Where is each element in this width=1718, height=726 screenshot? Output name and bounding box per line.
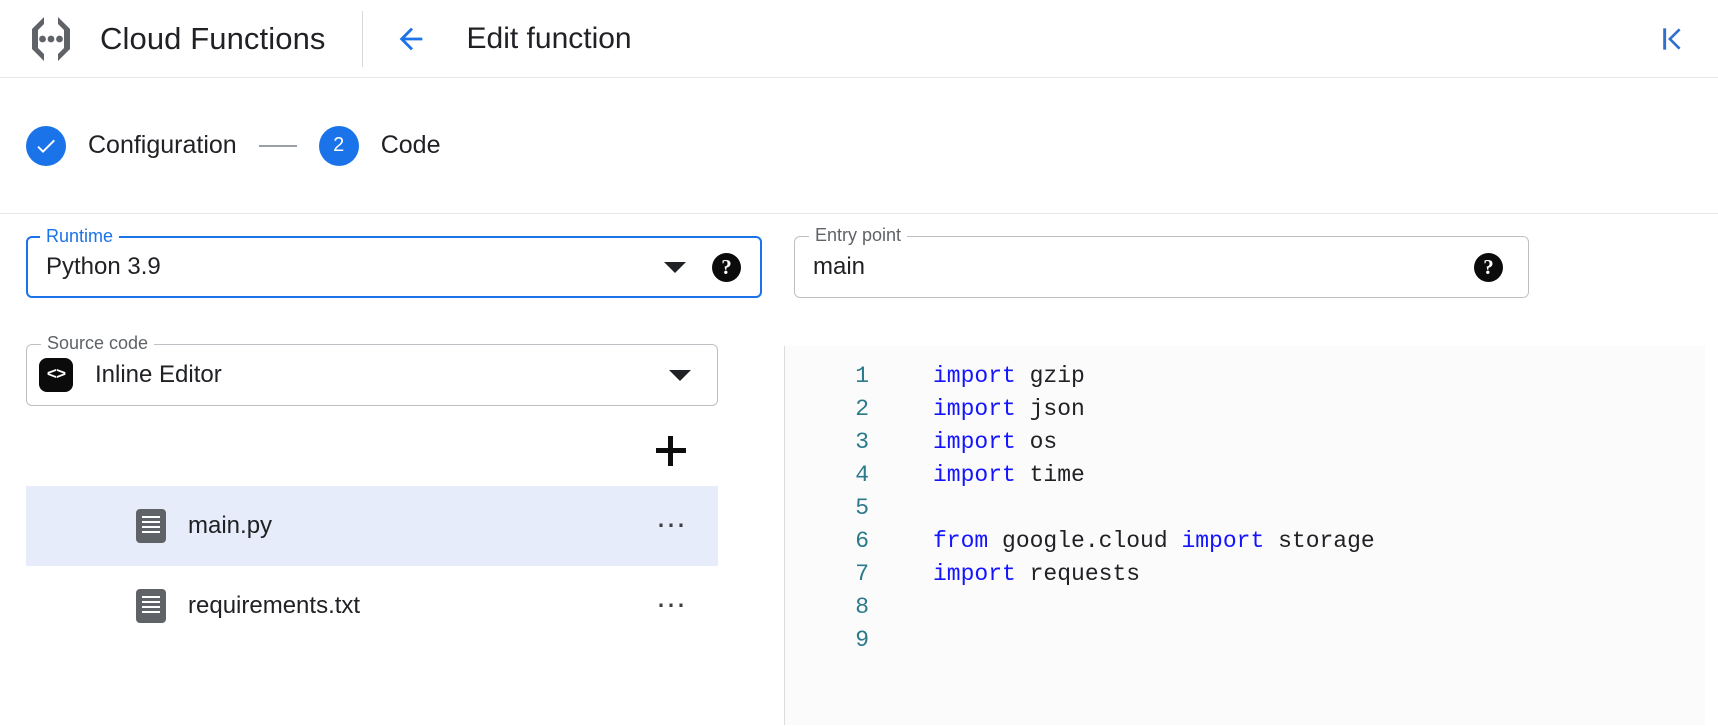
code-line: 7 import requests bbox=[785, 558, 1705, 591]
brand-title: Cloud Functions bbox=[100, 20, 326, 56]
arrow-left-icon bbox=[399, 27, 422, 50]
code-token: storage bbox=[1264, 528, 1375, 554]
code-line-text: import requests bbox=[877, 558, 1140, 591]
code-brackets-icon: <> bbox=[39, 358, 73, 392]
file-list: main.py ⋯ requirements.txt ⋯ bbox=[26, 486, 718, 646]
line-number: 5 bbox=[855, 495, 869, 521]
runtime-select[interactable]: Runtime Python 3.9 ? bbox=[26, 227, 762, 298]
pane-divider bbox=[784, 346, 785, 725]
code-line-text: import json bbox=[877, 393, 1085, 426]
plus-icon[interactable] bbox=[656, 436, 686, 466]
check-icon bbox=[37, 139, 55, 153]
add-file-row bbox=[26, 420, 718, 482]
code-token: import bbox=[933, 363, 1016, 389]
help-circle-icon[interactable]: ? bbox=[1474, 252, 1503, 282]
entry-point-value[interactable]: main bbox=[813, 253, 866, 280]
line-number: 1 bbox=[855, 363, 869, 389]
line-number: 6 bbox=[855, 528, 869, 554]
left-pane: Runtime Python 3.9 ? Source code <> Inli… bbox=[0, 214, 784, 725]
code-token: os bbox=[1015, 429, 1058, 455]
code-token: import bbox=[933, 462, 1016, 488]
file-list-item-requirements-txt[interactable]: requirements.txt ⋯ bbox=[26, 566, 718, 646]
code-line: 6 from google.cloud import storage bbox=[785, 525, 1705, 558]
collapse-panel-button[interactable] bbox=[1648, 15, 1696, 63]
runtime-label: Runtime bbox=[40, 227, 120, 245]
code-token: import bbox=[933, 429, 1016, 455]
code-editor[interactable]: 1 import gzip 2 import json 3 import os 4 impor… bbox=[785, 346, 1705, 725]
code-line: 3 import os bbox=[785, 426, 1705, 459]
source-code-select[interactable]: Source code <> Inline Editor bbox=[26, 334, 718, 406]
code-token: requests bbox=[1015, 561, 1141, 587]
more-horizontal-icon[interactable]: ⋯ bbox=[656, 509, 688, 542]
app-header: Cloud Functions Edit function bbox=[0, 0, 1718, 78]
line-number: 9 bbox=[855, 627, 869, 653]
line-number: 2 bbox=[855, 396, 869, 422]
page-title: Edit function bbox=[466, 21, 632, 55]
entry-point-input[interactable]: Entry point main ? bbox=[794, 226, 1529, 298]
collapse-panel-icon bbox=[1663, 27, 1681, 50]
step-connector bbox=[258, 144, 297, 147]
step-configuration-label: Configuration bbox=[88, 131, 237, 159]
code-token: time bbox=[1015, 462, 1085, 488]
code-line-text: import os bbox=[877, 426, 1057, 459]
code-token: import bbox=[933, 396, 1016, 422]
back-button[interactable] bbox=[383, 11, 439, 67]
code-line: 2 import json bbox=[785, 393, 1705, 426]
source-code-value: Inline Editor bbox=[95, 361, 222, 388]
chevron-down-icon[interactable] bbox=[669, 369, 691, 381]
code-line: 1 import gzip bbox=[785, 360, 1705, 393]
line-number: 3 bbox=[855, 429, 869, 455]
line-number: 7 bbox=[855, 561, 869, 587]
code-token: gzip bbox=[1015, 363, 1085, 389]
file-icon bbox=[136, 589, 166, 623]
runtime-value: Python 3.9 bbox=[46, 253, 161, 280]
cloud-functions-logo-icon bbox=[24, 12, 78, 66]
code-line-text: import time bbox=[877, 459, 1085, 492]
brand-area: Cloud Functions bbox=[0, 12, 326, 66]
step-code-marker: 2 bbox=[318, 125, 359, 166]
wizard-stepper: Configuration 2 Code bbox=[0, 78, 1718, 214]
step-configuration-marker bbox=[26, 125, 66, 166]
file-name: requirements.txt bbox=[188, 592, 361, 619]
code-line: 8 bbox=[785, 591, 1705, 624]
source-code-label: Source code bbox=[41, 334, 155, 352]
code-line-text: import gzip bbox=[877, 360, 1085, 393]
code-token: import bbox=[933, 561, 1016, 587]
code-line: 9 bbox=[785, 624, 1705, 657]
entry-point-label: Entry point bbox=[809, 226, 908, 244]
line-number: 4 bbox=[855, 462, 869, 488]
header-divider bbox=[361, 10, 363, 67]
file-name: main.py bbox=[188, 512, 273, 539]
file-list-item-main-py[interactable]: main.py ⋯ bbox=[26, 486, 718, 566]
code-line: 4 import time bbox=[785, 459, 1705, 492]
help-circle-icon[interactable]: ? bbox=[712, 252, 741, 282]
code-token: json bbox=[1015, 396, 1085, 422]
file-icon bbox=[136, 509, 166, 543]
code-token: import bbox=[1181, 528, 1265, 554]
code-token: google.cloud bbox=[988, 528, 1182, 554]
line-number: 8 bbox=[855, 594, 869, 620]
step-configuration[interactable]: Configuration bbox=[26, 125, 237, 166]
chevron-down-icon[interactable] bbox=[664, 261, 686, 273]
step-code-label: Code bbox=[380, 131, 441, 159]
step-code[interactable]: 2 Code bbox=[318, 125, 441, 166]
code-token: from bbox=[933, 528, 989, 554]
body-area: Runtime Python 3.9 ? Source code <> Inli… bbox=[0, 214, 1718, 725]
more-horizontal-icon[interactable]: ⋯ bbox=[656, 589, 688, 622]
code-line-text: from google.cloud import storage bbox=[877, 525, 1375, 558]
right-pane: Entry point main ? 1 import gzip 2 import j… bbox=[784, 214, 1718, 725]
code-line: 5 bbox=[785, 492, 1705, 525]
